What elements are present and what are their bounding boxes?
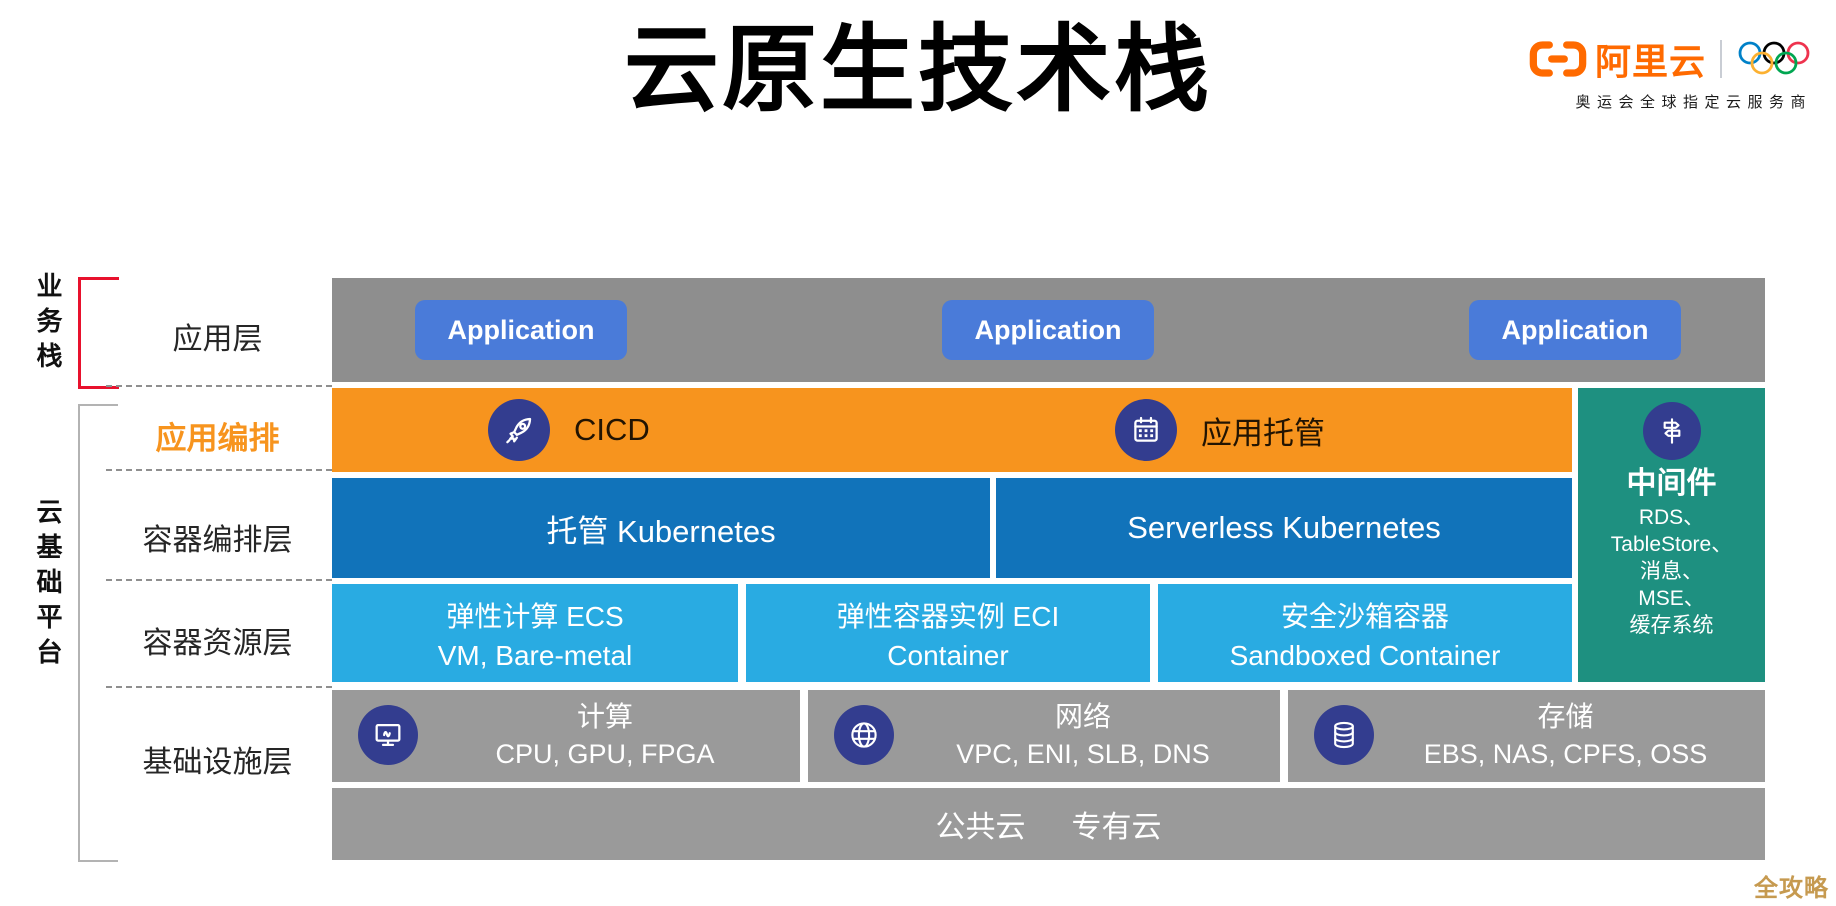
cloud-platform-stack-label: 云基础平台 [33,498,63,673]
compute-cell: 计算 CPU, GPU, FPGA [332,690,800,782]
dashed-separator [106,385,332,387]
dashed-separator [106,579,332,581]
rocket-icon [488,399,550,461]
middleware-item: MSE、 [1638,587,1705,610]
managed-kubernetes-cell: 托管 Kubernetes [332,478,990,578]
cicd-item: CICD [488,388,650,472]
brand-tagline: 奥运会全球指定云服务商 [1575,94,1812,111]
middleware-item: 消息、 [1640,560,1703,583]
calendar-icon [1115,399,1177,461]
eci-title: 弹性容器实例 ECI [836,600,1060,632]
network-cell: 网络 VPC, ENI, SLB, DNS [808,690,1280,782]
monitor-icon [358,705,418,765]
sandbox-title: 安全沙箱容器 [1280,600,1449,632]
dashed-separator [106,469,332,471]
alibaba-cloud-bracket-icon [1529,39,1587,79]
sandbox-subtitle: Sandboxed Container [1229,639,1501,671]
compute-subtitle: CPU, GPU, FPGA [495,739,715,769]
ecs-title: 弹性计算 ECS [446,600,624,632]
signpost-icon [1642,402,1701,460]
sandboxed-container-cell: 安全沙箱容器 Sandboxed Container [1158,584,1572,682]
private-cloud-label: 专有云 [1071,811,1162,844]
network-title: 网络 [1054,701,1111,732]
middleware-column: 中间件 RDS、 TableStore、 消息、 MSE、 缓存系统 [1578,388,1765,682]
middleware-item: RDS、 [1638,506,1705,529]
middleware-title: 中间件 [1626,467,1717,500]
cloud-platform-stack-bracket [78,404,118,862]
network-text: 网络 VPC, ENI, SLB, DNS [898,698,1268,772]
business-stack-bracket [78,277,119,389]
business-stack-label: 业务栈 [33,272,63,377]
cicd-label: CICD [574,412,650,447]
public-cloud-label: 公共云 [935,811,1026,844]
app-hosting-label: 应用托管 [1201,415,1325,451]
storage-text: 存储 EBS, NAS, CPFS, OSS [1378,698,1753,772]
dashed-separator [106,686,332,688]
row-label-container-orchestration: 容器编排层 [142,524,293,557]
brand-row: 阿里云 [1512,34,1812,84]
ecs-subtitle: VM, Bare-metal [437,639,633,671]
cloud-type-row: 公共云 专有云 [332,788,1765,860]
row-label-infrastructure: 基础设施层 [142,746,293,779]
middleware-item: 缓存系统 [1629,614,1714,637]
application-box: Application [1469,300,1681,360]
eci-cell: 弹性容器实例 ECI Container [746,584,1150,682]
application-box: Application [415,300,627,360]
network-subtitle: VPC, ENI, SLB, DNS [956,739,1210,769]
app-orchestration-row: CICD 应用托管 [332,388,1572,472]
brand-block: 阿里云 奥运会全球指定云服务商 [1512,34,1812,112]
middleware-item: TableStore、 [1610,533,1733,556]
database-icon [1314,705,1374,765]
serverless-kubernetes-cell: Serverless Kubernetes [996,478,1572,578]
row-label-app-orchestration: 应用编排 [155,421,280,456]
globe-icon [834,705,894,765]
application-box: Application [942,300,1154,360]
brand-name: 阿里云 [1594,41,1706,82]
compute-title: 计算 [576,701,633,732]
row-label-application-layer: 应用层 [172,323,263,356]
storage-subtitle: EBS, NAS, CPFS, OSS [1423,739,1708,769]
application-layer-row: Application Application Application [332,278,1765,382]
divider [1720,40,1722,78]
storage-cell: 存储 EBS, NAS, CPFS, OSS [1288,690,1765,782]
compute-text: 计算 CPU, GPU, FPGA [422,698,788,772]
olympic-rings-icon [1736,39,1812,79]
app-hosting-item: 应用托管 [1115,388,1325,472]
ecs-cell: 弹性计算 ECS VM, Bare-metal [332,584,738,682]
page-title: 云原生技术栈 [623,17,1212,123]
row-label-container-resource: 容器资源层 [142,627,293,660]
storage-title: 存储 [1537,701,1594,732]
eci-subtitle: Container [887,639,1009,671]
watermark: 全攻略 [1754,875,1829,902]
